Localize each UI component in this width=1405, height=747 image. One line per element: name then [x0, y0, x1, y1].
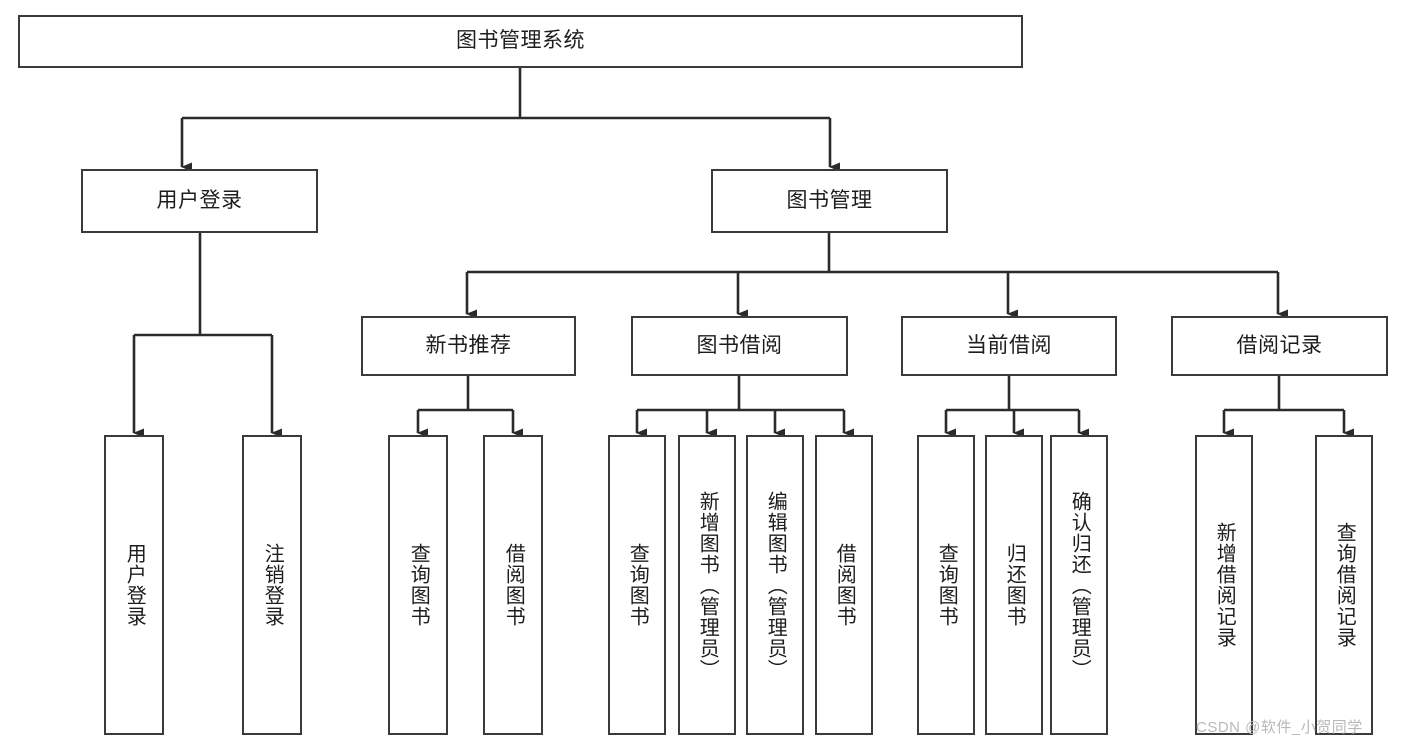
node-leaf_borrow_book_2[interactable]: 借阅图书 [815, 435, 873, 735]
node-leaf_confirm_ret[interactable]: 确认归还（管理员） [1050, 435, 1108, 735]
node-label-leaf_borrow_book_2: 借阅图书 [833, 543, 856, 627]
node-leaf_query_book_2[interactable]: 查询图书 [608, 435, 666, 735]
node-label-leaf_query_book_3: 查询图书 [935, 543, 958, 627]
node-leaf_borrow_book_1[interactable]: 借阅图书 [483, 435, 543, 735]
node-leaf_add_record[interactable]: 新增借阅记录 [1195, 435, 1253, 735]
node-leaf_query_record[interactable]: 查询借阅记录 [1315, 435, 1373, 735]
node-label-leaf_add_record: 新增借阅记录 [1213, 522, 1236, 648]
node-label-root: 图书管理系统 [456, 29, 585, 53]
node-label-leaf_confirm_ret: 确认归还（管理员） [1068, 490, 1091, 680]
node-label-borrow_record: 借阅记录 [1236, 333, 1323, 357]
node-root[interactable]: 图书管理系统 [18, 15, 1023, 68]
node-label-leaf_borrow_book_1: 借阅图书 [502, 543, 525, 627]
node-label-user_login: 用户登录 [156, 188, 243, 212]
node-leaf_user_login[interactable]: 用户登录 [104, 435, 164, 735]
connector-group [132, 68, 1354, 438]
node-label-leaf_user_login: 用户登录 [123, 543, 146, 627]
node-label-borrow_book: 图书借阅 [696, 333, 783, 357]
node-label-leaf_query_book_1: 查询图书 [407, 543, 430, 627]
node-label-leaf_query_record: 查询借阅记录 [1333, 522, 1356, 648]
node-leaf_query_book_3[interactable]: 查询图书 [917, 435, 975, 735]
node-current_borrow[interactable]: 当前借阅 [901, 316, 1117, 376]
node-label-leaf_return_book: 归还图书 [1003, 543, 1026, 627]
node-label-leaf_logout: 注销登录 [261, 543, 284, 627]
node-new_books[interactable]: 新书推荐 [361, 316, 576, 376]
node-book_manage[interactable]: 图书管理 [711, 169, 948, 233]
node-leaf_edit_book[interactable]: 编辑图书（管理员） [746, 435, 804, 735]
node-leaf_query_book_1[interactable]: 查询图书 [388, 435, 448, 735]
node-label-new_books: 新书推荐 [425, 333, 512, 357]
node-leaf_logout[interactable]: 注销登录 [242, 435, 302, 735]
node-label-current_borrow: 当前借阅 [966, 333, 1052, 357]
node-borrow_book[interactable]: 图书借阅 [631, 316, 848, 376]
node-leaf_add_book[interactable]: 新增图书（管理员） [678, 435, 736, 735]
node-user_login[interactable]: 用户登录 [81, 169, 318, 233]
node-label-leaf_edit_book: 编辑图书（管理员） [764, 490, 787, 680]
watermark-csdn: CSDN @软件_小贺同学 [1196, 719, 1363, 736]
node-label-leaf_add_book: 新增图书（管理员） [696, 490, 719, 680]
node-borrow_record[interactable]: 借阅记录 [1171, 316, 1388, 376]
node-label-book_manage: 图书管理 [786, 188, 873, 212]
node-leaf_return_book[interactable]: 归还图书 [985, 435, 1043, 735]
node-label-leaf_query_book_2: 查询图书 [626, 543, 649, 627]
